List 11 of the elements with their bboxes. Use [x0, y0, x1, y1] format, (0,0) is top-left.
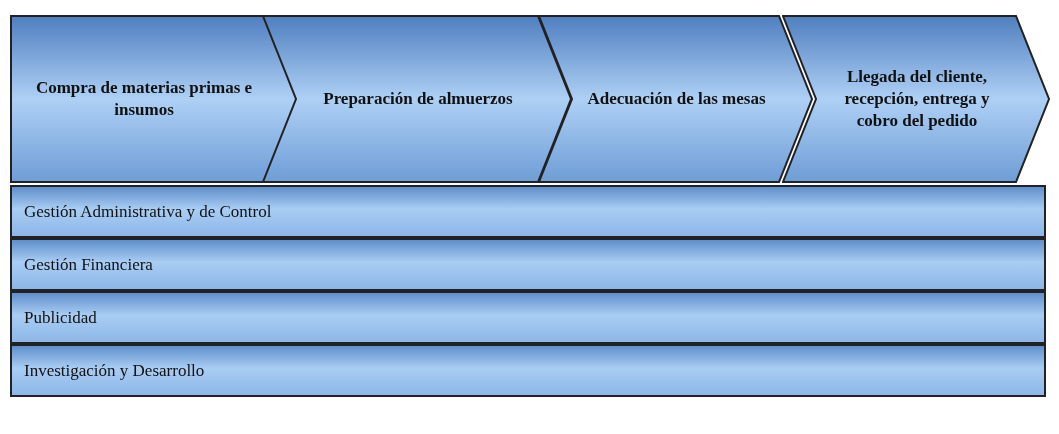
band-label: Gestión Financiera — [24, 255, 153, 275]
band-label: Gestión Administrativa y de Control — [24, 202, 272, 222]
band-label: Investigación y Desarrollo — [24, 361, 205, 381]
step-label: Adecuación de las mesas — [587, 88, 766, 110]
support-band — [10, 185, 1046, 238]
band-label: Publicidad — [24, 308, 97, 328]
support-band — [10, 291, 1046, 344]
support-band — [10, 238, 1046, 291]
step-label: Compra de materias primas e insumos — [34, 77, 254, 121]
support-band — [10, 344, 1046, 397]
step-label: Llegada del cliente, recepción, entrega y cobro del pedido — [843, 66, 991, 132]
